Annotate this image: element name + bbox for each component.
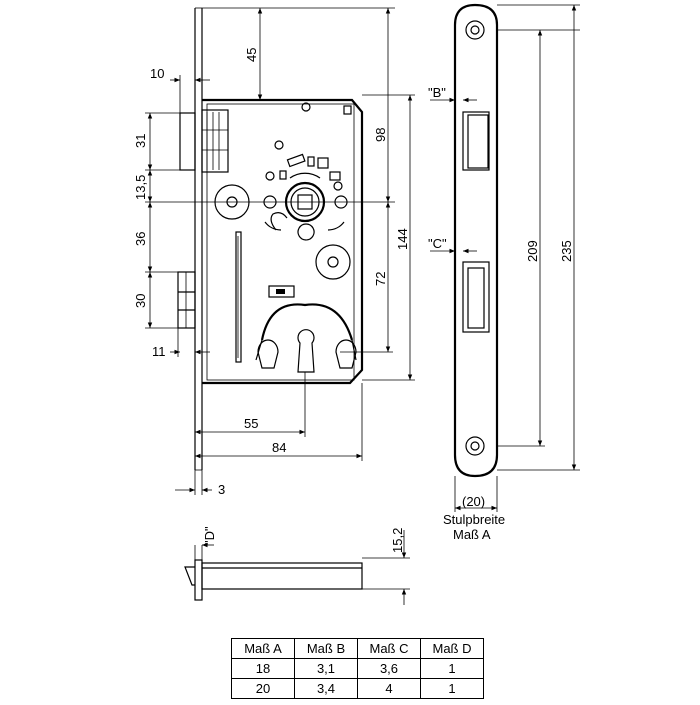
stulpbreite-label: Stulpbreite <box>443 512 505 527</box>
dim-11: 11 <box>152 344 166 359</box>
dim-235: 235 <box>559 240 574 262</box>
table-header: Maß D <box>420 638 484 659</box>
faceplate-side <box>453 3 499 478</box>
table-cell: 1 <box>420 678 484 699</box>
table-row: 20 3,4 4 1 <box>231 678 484 699</box>
dim-144: 144 <box>395 228 410 250</box>
table-cell: 3,6 <box>357 658 421 679</box>
table-row: 18 3,1 3,6 1 <box>231 658 484 679</box>
dim-45: 45 <box>244 48 259 62</box>
table-header: Maß C <box>357 638 421 659</box>
dim-20: (20) <box>462 494 485 509</box>
table-cell: 4 <box>357 678 421 699</box>
lower-boss-outer <box>315 244 351 280</box>
dim-72: 72 <box>373 272 388 286</box>
latch-bolt <box>179 109 229 173</box>
table-header: Maß B <box>294 638 358 659</box>
dead-bolt <box>177 271 196 329</box>
dim-98: 98 <box>373 128 388 142</box>
lock-case <box>202 98 364 385</box>
mass-a-label: Maß A <box>453 527 491 542</box>
dim-209: 209 <box>525 240 540 262</box>
dim-3: 3 <box>218 482 225 497</box>
dim-55: 55 <box>244 416 258 431</box>
faceplate-side-dims <box>430 4 580 512</box>
follower-hub <box>263 153 348 241</box>
dim-15-2: 15,2 <box>390 528 405 553</box>
table-cell: 1 <box>420 658 484 679</box>
dim-30: 30 <box>133 294 148 308</box>
dim-lines <box>145 7 415 495</box>
dim-13-5: 13,5 <box>133 175 148 200</box>
keyhole-arch <box>255 303 357 373</box>
table-cell: 20 <box>231 678 295 699</box>
dim-c: "C" <box>428 236 447 251</box>
dimension-table: Maß A Maß B Maß C Maß D 18 3,1 3,6 1 20 … <box>231 638 484 699</box>
dim-36: 36 <box>133 232 148 246</box>
top-view <box>184 530 410 605</box>
table-header: Maß A <box>231 638 295 659</box>
key-window <box>268 285 295 298</box>
table-cell: 3,4 <box>294 678 358 699</box>
table-cell: 3,1 <box>294 658 358 679</box>
dim-b: "B" <box>428 85 446 100</box>
table-cell: 18 <box>231 658 295 679</box>
dim-31: 31 <box>133 134 148 148</box>
dim-84: 84 <box>272 440 286 455</box>
dim-10: 10 <box>150 66 164 81</box>
faceplate-front <box>194 7 203 471</box>
lower-boss-inner <box>327 256 339 268</box>
table-header-row: Maß A Maß B Maß C Maß D <box>231 638 484 659</box>
dim-d: "D" <box>202 526 217 545</box>
